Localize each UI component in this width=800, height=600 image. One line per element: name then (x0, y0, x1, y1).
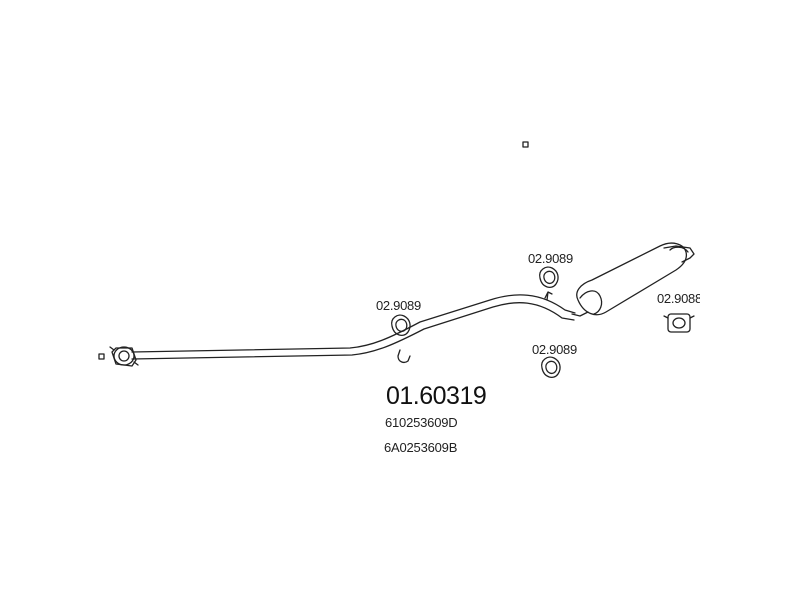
ring-clamp-icon (541, 356, 561, 379)
fitting-label: 02.9089 (528, 251, 573, 266)
front-flange (109, 346, 139, 367)
marker-top (522, 141, 529, 148)
fitting-label: 02.9088 (657, 291, 700, 306)
oem-code: 6A0253609B (384, 440, 458, 455)
part-number: 01.60319 (386, 382, 487, 410)
ring-clamp-icon (391, 314, 411, 337)
fitting-label: 02.9089 (532, 342, 577, 357)
pipe-hanger-front (397, 349, 411, 363)
exhaust-pipe (131, 294, 576, 360)
ring-clamp-icon (539, 266, 559, 289)
rubber-mount-icon (663, 313, 695, 333)
fitting-label: 02.9089 (376, 298, 421, 313)
rear-muffler (571, 242, 695, 317)
oem-code: 610253609D (385, 415, 458, 430)
pipe-hanger-rear (544, 291, 553, 301)
marker-left (98, 353, 105, 360)
